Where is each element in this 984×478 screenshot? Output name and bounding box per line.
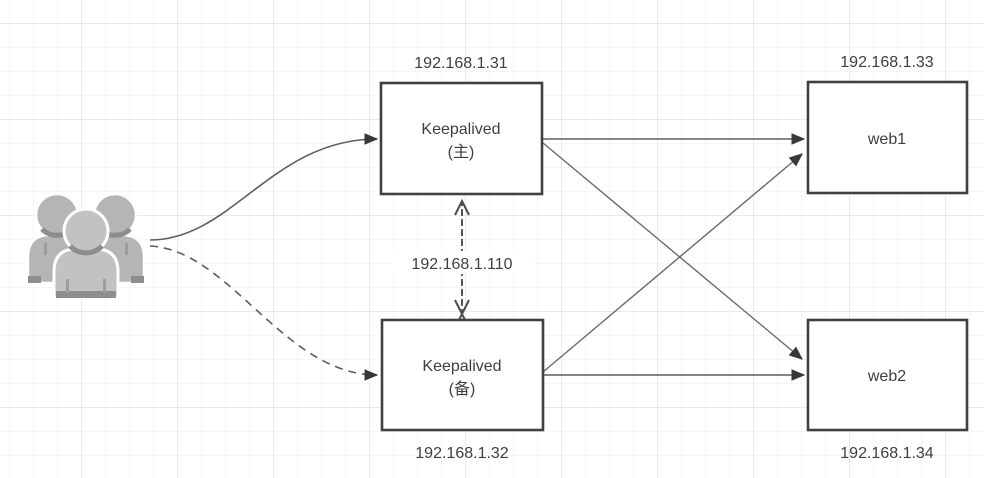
vip-address: 192.168.1.110 [411,256,512,273]
node-web2-label: web2 [867,368,906,385]
node-keepalived-master: Keepalived (主) 192.168.1.31 [379,55,544,196]
vip-label-group: 192.168.1.110 [392,251,532,274]
node-keepalived-backup-title: Keepalived [422,358,501,375]
node-web1-box [806,80,969,195]
node-web1: web1 192.168.1.33 [806,54,969,195]
vip-label-background [392,251,532,274]
edge-client-to-backup [149,245,377,375]
ip-keepalived-backup: 192.168.1.32 [415,445,509,462]
node-web1-label: web1 [867,131,906,148]
ip-web2: 192.168.1.34 [840,445,934,462]
node-keepalived-master-box [379,81,544,196]
node-keepalived-master-title: Keepalived [421,121,500,138]
users-group-icon [26,192,146,299]
node-keepalived-backup-role: (备) [449,380,476,398]
node-web2-box [806,318,969,432]
node-web2: web2 192.168.1.34 [806,318,969,462]
ip-web1: 192.168.1.33 [840,54,934,71]
node-keepalived-backup-box [380,318,545,432]
ip-keepalived-master: 192.168.1.31 [414,55,508,72]
edge-master-to-web2 [542,142,802,359]
node-keepalived-backup: Keepalived (备) 192.168.1.32 [380,318,545,462]
edge-client-to-master [149,139,377,241]
node-keepalived-master-role: (主) [448,143,475,161]
edge-backup-to-web1 [542,154,802,373]
